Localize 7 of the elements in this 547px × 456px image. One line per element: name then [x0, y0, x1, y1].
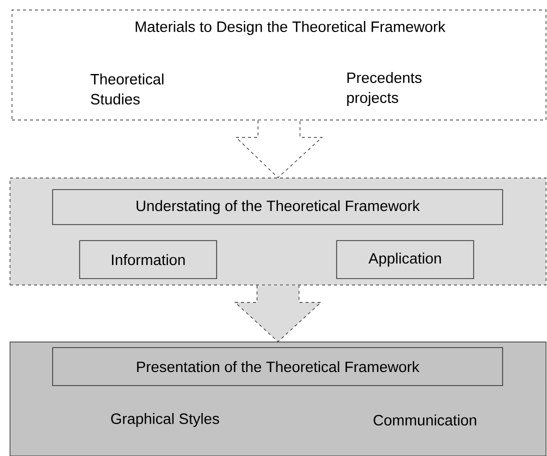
block-arrow	[235, 120, 323, 178]
heading-box: Understating of the Theoretical Framework	[52, 189, 504, 226]
band: Materials to Design the Theoretical Framework Theoretical Studies Precedents projects	[12, 10, 546, 120]
heading-box: Presentation of the Theoretical Framework	[52, 347, 504, 386]
label-box: Application	[336, 240, 474, 280]
label-box: Information	[79, 240, 218, 280]
block-arrow	[234, 285, 322, 342]
